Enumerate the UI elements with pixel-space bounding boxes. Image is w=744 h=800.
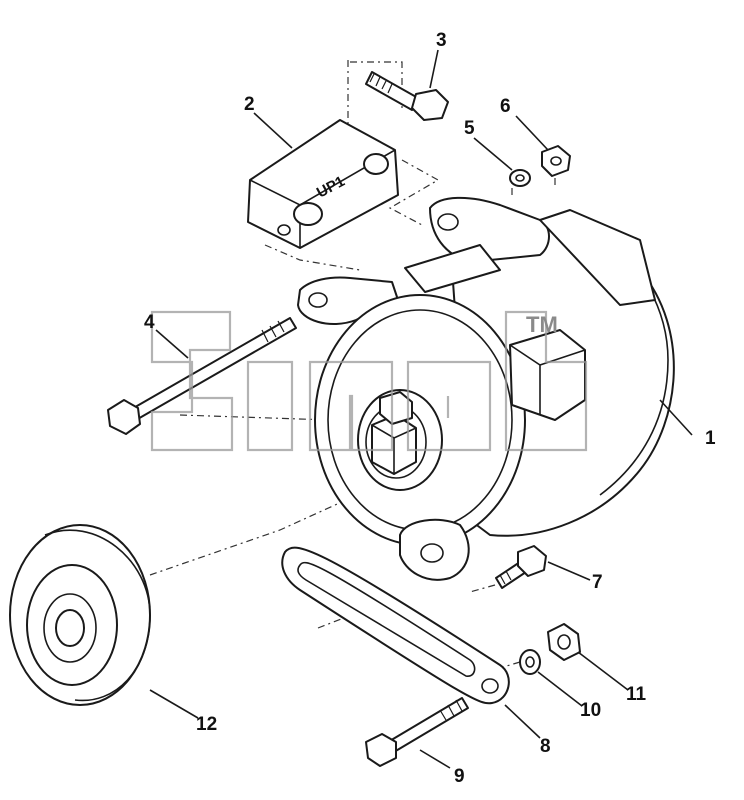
callout-11: 11 <box>626 684 647 705</box>
nut-11 <box>547 623 581 661</box>
callout-5: 5 <box>464 118 475 139</box>
callout-10: 10 <box>580 700 601 721</box>
leader-lines <box>149 49 693 769</box>
callout-1: 1 <box>705 428 716 449</box>
nut-6 <box>541 145 571 177</box>
callout-8: 8 <box>540 736 551 757</box>
bolt-3 <box>365 71 449 121</box>
callout-2: 2 <box>244 94 255 115</box>
washer-5 <box>509 169 531 187</box>
bolt-9 <box>365 697 469 767</box>
callout-12: 12 <box>196 714 217 735</box>
bolt-7 <box>495 545 547 589</box>
mounting-bracket: UP1 <box>247 119 399 249</box>
callout-3: 3 <box>436 30 447 51</box>
alternator-body <box>297 196 675 581</box>
watermark-logo: TM <box>150 310 588 452</box>
callout-numbers: 1 2 3 4 5 6 7 8 9 10 11 12 <box>144 30 716 787</box>
callout-6: 6 <box>500 96 511 117</box>
adjusting-strap-8 <box>281 546 510 705</box>
watermark-tm: TM <box>526 312 558 337</box>
callout-7: 7 <box>592 572 603 593</box>
callout-9: 9 <box>454 766 465 787</box>
pulley-12 <box>9 524 151 706</box>
through-bolt-4 <box>107 317 297 435</box>
washer-10 <box>519 649 541 675</box>
callout-4: 4 <box>144 312 155 333</box>
